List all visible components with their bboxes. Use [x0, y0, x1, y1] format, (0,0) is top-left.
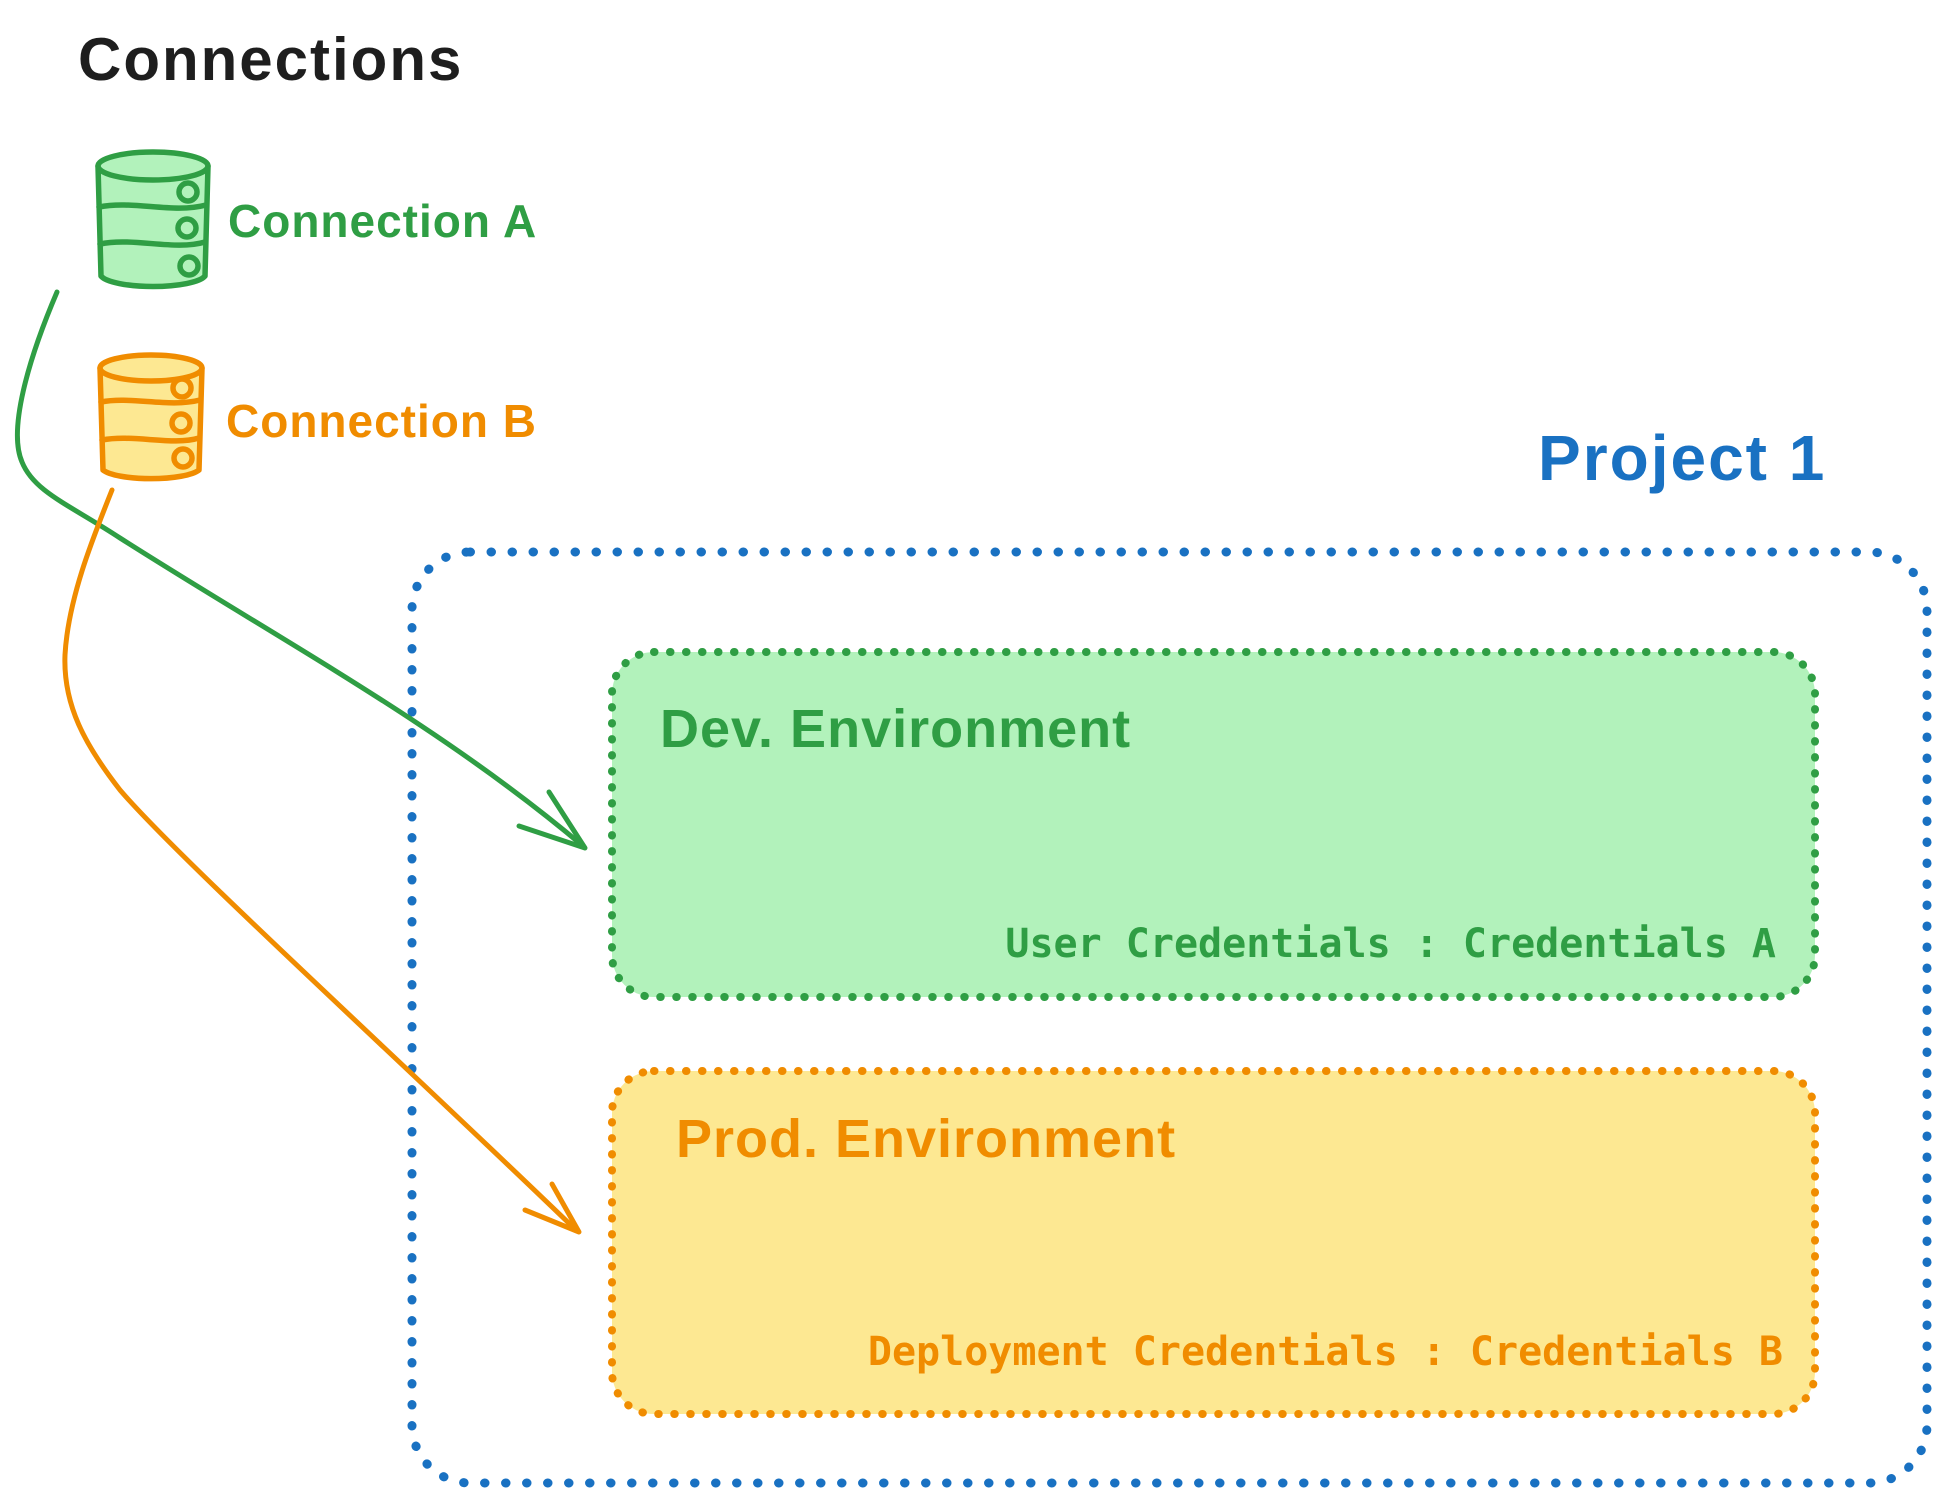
project-title: Project 1 [1538, 422, 1827, 494]
connection-a-database-icon [95, 149, 211, 290]
dev-environment-box [608, 648, 1819, 1001]
arrow-connection-b-to-prod [62, 487, 582, 1235]
connection-a-label: Connection A [228, 195, 538, 247]
dev-environment-credentials: User Credentials : Credentials A [1005, 921, 1776, 967]
prod-environment-credentials: Deployment Credentials : Credentials B [867, 1329, 1783, 1375]
prod-environment-label: Prod. Environment [676, 1109, 1177, 1169]
dev-environment-label: Dev. Environment [660, 699, 1132, 759]
connections-title: Connections [78, 26, 464, 93]
arrowhead [522, 1181, 582, 1235]
arrowhead [516, 789, 588, 851]
arrow-connection-a-to-dev [14, 289, 588, 851]
prod-environment-box [608, 1067, 1819, 1418]
connection-b-label: Connection B [226, 395, 537, 447]
connection-b-database-icon [97, 352, 205, 482]
